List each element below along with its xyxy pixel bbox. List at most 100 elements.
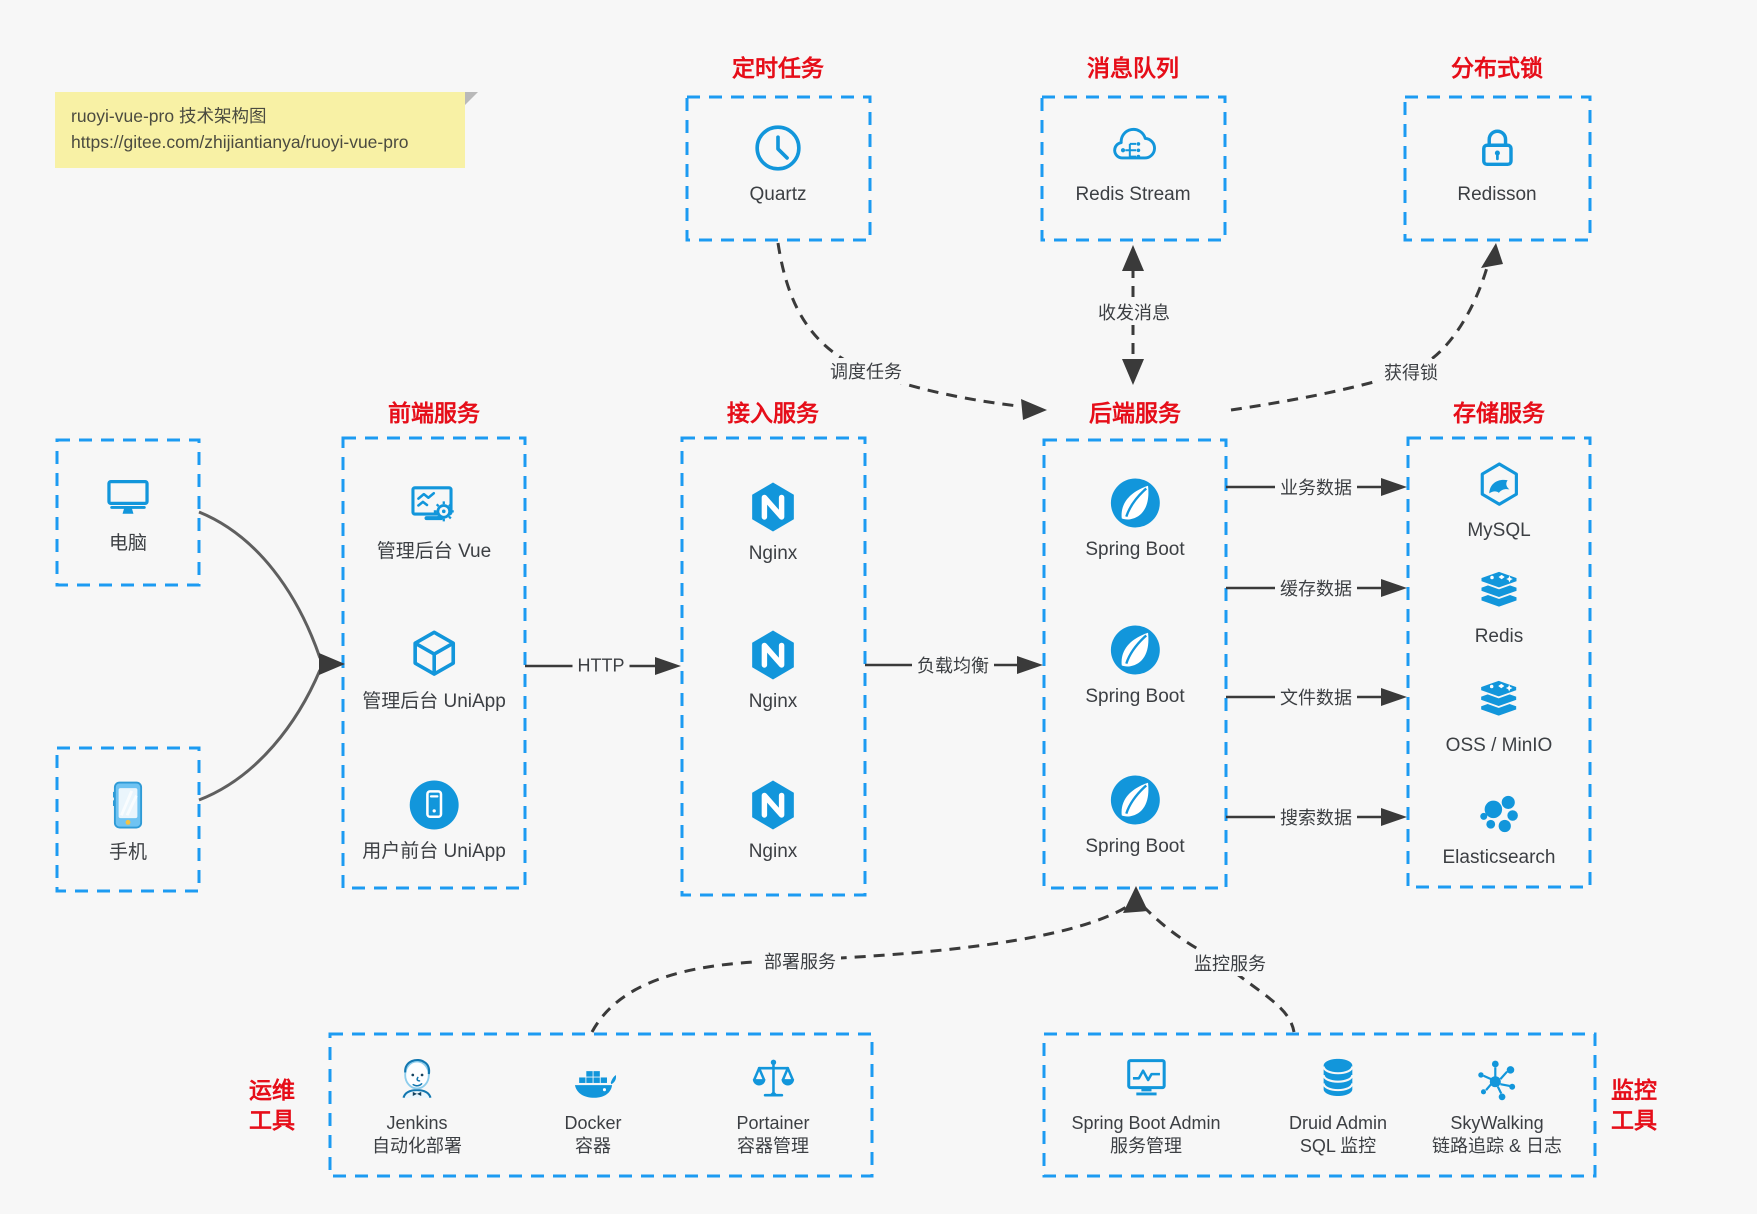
monitoring-box	[1042, 1032, 1597, 1178]
mysql-icon	[1480, 462, 1518, 506]
edge-label-search-data: 搜索数据	[1275, 804, 1357, 830]
monitor-chart-icon	[1126, 1059, 1166, 1096]
object-storage-icon	[1479, 679, 1519, 718]
node-label: MySQL	[1467, 520, 1531, 541]
desktop-icon	[107, 479, 149, 514]
node-label: Nginx	[748, 543, 798, 564]
database-icon	[1322, 1058, 1354, 1097]
node-sublabel: 链路追踪 & 日志	[1431, 1136, 1563, 1156]
node-sublabel: SQL 监控	[1299, 1136, 1377, 1156]
arrowheads	[319, 243, 1503, 913]
smartphone-icon	[113, 781, 143, 829]
nginx-icon	[752, 780, 794, 830]
node-label: 用户前台 UniApp	[362, 841, 506, 862]
title-mq: 消息队列	[1087, 55, 1179, 81]
docker-icon	[574, 1071, 616, 1098]
node-redis: Redis	[1471, 563, 1527, 649]
node-portainer: Portainer 容器管理	[736, 1053, 810, 1158]
node-springboot-3: Spring Boot	[1085, 771, 1185, 859]
node-springboot-2: Spring Boot	[1085, 621, 1185, 709]
ops-box	[328, 1032, 874, 1178]
node-redisson: Redisson	[1457, 119, 1537, 207]
node-label: 管理后台 UniApp	[362, 691, 506, 712]
node-admin-uniapp: 管理后台 UniApp	[362, 626, 506, 714]
cube-icon	[413, 630, 455, 676]
elasticsearch-icon	[1479, 795, 1518, 833]
node-mysql: MySQL	[1467, 457, 1531, 543]
node-label: Nginx	[748, 691, 798, 712]
node-label: Jenkins	[386, 1113, 448, 1133]
node-label: 手机	[108, 842, 147, 863]
title-gateway: 接入服务	[727, 400, 819, 426]
node-redis-stream: Redis Stream	[1075, 119, 1191, 207]
node-nginx-2: Nginx	[744, 626, 802, 714]
note-url: https://gitee.com/zhijiantianya/ruoyi-vu…	[71, 132, 409, 152]
phone-curve	[198, 669, 322, 802]
node-label: Elasticsearch	[1442, 847, 1556, 868]
computer-curve	[198, 510, 322, 659]
backend-box	[1042, 438, 1228, 890]
node-label: SkyWalking	[1450, 1113, 1544, 1133]
node-label: Quartz	[749, 184, 807, 205]
clock-icon	[755, 125, 801, 171]
edge-label-deploy: 部署服务	[759, 948, 841, 974]
lock-icon	[1481, 129, 1513, 167]
node-label: Nginx	[748, 841, 798, 862]
edge-label-monitor: 监控服务	[1189, 950, 1271, 976]
node-label: Portainer	[736, 1113, 810, 1133]
frontend-box	[341, 436, 527, 890]
node-label: Docker	[564, 1113, 622, 1133]
edge-label-message: 收发消息	[1093, 299, 1175, 325]
storage-box	[1406, 436, 1592, 889]
node-label: Spring Boot	[1085, 686, 1185, 707]
title-storage: 存储服务	[1453, 400, 1545, 426]
title-scheduler: 定时任务	[732, 55, 824, 81]
node-label: 电脑	[108, 533, 147, 554]
node-springboot-1: Spring Boot	[1085, 474, 1185, 562]
node-admin-vue: 管理后台 Vue	[377, 476, 491, 564]
gateway-box	[680, 436, 867, 897]
cloud-queue-icon	[1112, 127, 1156, 160]
node-nginx-1: Nginx	[744, 478, 802, 566]
nginx-icon	[752, 482, 794, 532]
node-label: Spring Boot Admin	[1071, 1113, 1221, 1133]
node-sublabel: 容器管理	[736, 1136, 809, 1156]
node-label: OSS / MinIO	[1445, 735, 1553, 756]
edge-label-load-balance: 负载均衡	[912, 652, 994, 678]
edge-label-http: HTTP	[572, 655, 630, 677]
title-backend: 后端服务	[1089, 400, 1181, 426]
scheduler-box	[685, 95, 872, 242]
node-label: Spring Boot	[1085, 836, 1185, 857]
node-phone: 手机	[98, 775, 158, 865]
spring-boot-icon	[1110, 775, 1160, 825]
node-label: Druid Admin	[1288, 1113, 1388, 1133]
title-frontend: 前端服务	[388, 400, 480, 426]
node-label: Spring Boot	[1085, 539, 1185, 560]
computer-box	[55, 438, 201, 587]
edge-label-cache-data: 缓存数据	[1275, 575, 1357, 601]
node-nginx-3: Nginx	[744, 776, 802, 864]
lock-box	[1403, 95, 1592, 242]
node-docker: Docker 容器	[564, 1053, 622, 1158]
spring-boot-icon	[1110, 478, 1160, 528]
nginx-icon	[752, 630, 794, 680]
edge-label-file-data: 文件数据	[1275, 684, 1357, 710]
node-computer: 电脑	[99, 468, 157, 556]
redis-icon	[1479, 570, 1519, 609]
node-oss-minio: OSS / MinIO	[1445, 672, 1553, 758]
node-jenkins: Jenkins 自动化部署	[372, 1053, 462, 1158]
node-skywalking: SkyWalking 链路追踪 & 日志	[1432, 1053, 1562, 1158]
node-label: Redisson	[1457, 184, 1537, 205]
lock-curve	[1230, 263, 1490, 412]
node-quartz: Quartz	[749, 119, 807, 207]
mq-box	[1040, 95, 1227, 242]
edge-label-schedule: 调度任务	[825, 358, 907, 384]
jenkins-icon	[402, 1059, 432, 1099]
node-user-uniapp: 用户前台 UniApp	[362, 776, 506, 864]
node-sublabel: 服务管理	[1110, 1136, 1182, 1156]
admin-console-icon	[411, 486, 454, 522]
spring-boot-icon	[1110, 625, 1160, 675]
edge-label-get-lock: 获得锁	[1379, 359, 1443, 385]
node-label: Redis Stream	[1075, 184, 1191, 205]
